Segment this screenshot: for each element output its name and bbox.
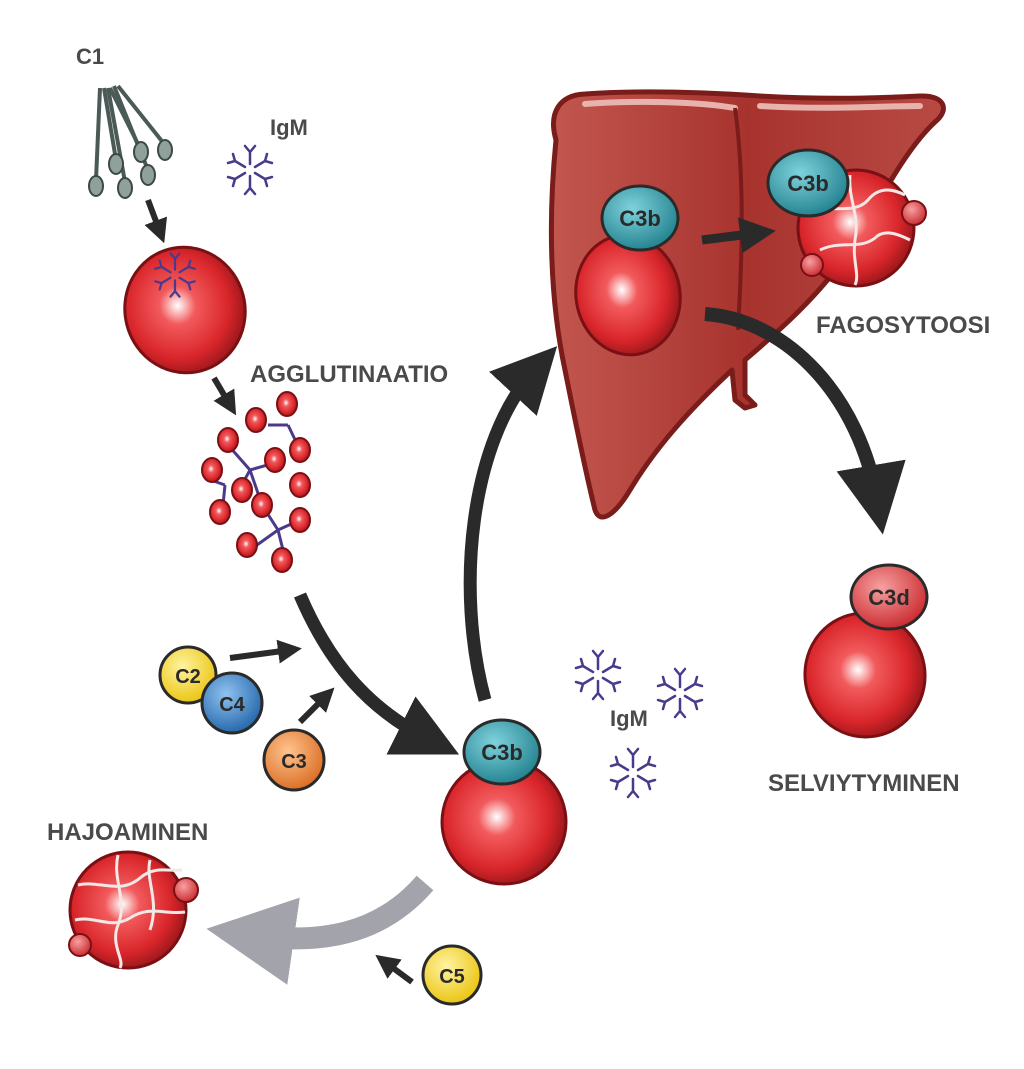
c4-label: C4 (219, 694, 245, 716)
arrow-c2c4 (229, 639, 302, 664)
igm-molecule-mid-3 (609, 747, 657, 799)
red-blood-cell-c3b-center (440, 718, 568, 886)
c4-molecule (200, 671, 264, 735)
c3b-label-center: C3b (481, 740, 523, 765)
red-blood-cell-c3b-liver (574, 184, 682, 357)
lysis-label: HAJOAMINEN (47, 819, 208, 846)
igm-molecule-mid-2 (656, 667, 704, 719)
c2-label: C2 (175, 666, 201, 688)
c3b-label-liver-left: C3b (619, 206, 661, 231)
c3-molecule (262, 728, 326, 792)
c3b-label-liver-right: C3b (787, 171, 829, 196)
arrow-c5 (375, 954, 414, 985)
agglutination-label: AGGLUTINAATIO (250, 361, 448, 388)
red-blood-cell-igm (123, 245, 247, 375)
igm-molecule-top (226, 144, 274, 196)
survival-label: SELVIYTYMINEN (768, 770, 960, 797)
red-blood-cell-lysed (68, 850, 199, 970)
arrow-cell-to-agglutination (211, 376, 237, 416)
c1-label: C1 (76, 44, 104, 69)
arrow-c1-to-cell (144, 198, 168, 244)
c3-label: C3 (281, 751, 307, 773)
c5-molecule (421, 944, 483, 1006)
igm-molecule-mid-1 (574, 649, 622, 701)
arrow-to-liver (463, 346, 558, 702)
phagocytosis-label: FAGOSYTOOSI (816, 312, 990, 339)
red-blood-cell-c3d (803, 563, 929, 739)
c3d-label: C3d (868, 585, 910, 610)
arrow-to-lysis (206, 875, 434, 985)
agglutination-cluster (201, 391, 311, 573)
arrow-agglutination-to-c3b-cell (294, 592, 460, 755)
red-blood-cell-phagocytosed (766, 148, 927, 288)
arrow-liver-c3b-to-phagocytosis (701, 217, 776, 254)
arrow-c3 (297, 687, 335, 725)
igm-label-top: IgM (270, 115, 308, 140)
c2-molecule (158, 645, 218, 705)
c5-label: C5 (439, 966, 465, 988)
c1-complex (88, 84, 173, 199)
arrow-liver-to-survival (704, 307, 906, 535)
igm-label-mid: IgM (610, 706, 648, 731)
